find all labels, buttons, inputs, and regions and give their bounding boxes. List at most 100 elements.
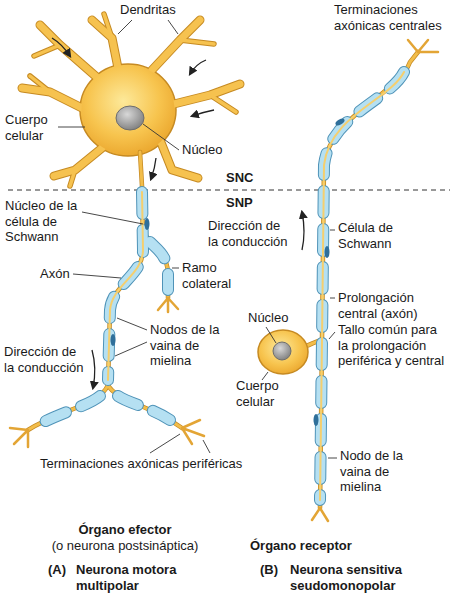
leader-line [73,274,121,278]
part-label: Ramo colateral [182,260,238,291]
leader-line [266,327,276,343]
myelin-sheath [40,396,100,424]
schwann-nucleus [334,117,345,126]
axon [320,72,404,500]
axon [108,385,182,428]
target-label: Órgano receptor [250,538,390,554]
axon [28,385,108,430]
dendrite [22,88,86,110]
part-label: Tallo común para la prolongación perifér… [338,322,448,369]
dendrite [104,14,112,38]
leader-line [328,458,337,459]
part-label: Cuerpo celular [236,378,288,409]
leader-line [143,124,179,150]
axon [320,52,418,508]
dendrite [70,170,75,186]
part-label: Terminaciones axónicas centrales [334,2,448,33]
leader-line [330,230,335,231]
axon [320,52,418,508]
axon [143,232,168,298]
part-label: Núcleo [182,142,232,158]
leader-line [203,440,210,453]
dendrite [170,84,240,105]
myelin-sheath [150,242,168,290]
schwann-nucleus [111,334,116,346]
cell-body [258,330,308,374]
cell-body [82,66,175,155]
schwann-nucleus [325,246,330,258]
region-label: SNC [226,170,266,186]
schwann-nucleus [145,218,150,230]
dendrite [180,40,214,44]
direction-arrow [52,38,304,388]
direction-arrow [190,60,206,74]
leader-line [117,318,147,330]
leader-line [115,342,147,356]
direction-arrow [52,38,70,56]
part-label: Núcleo [248,310,296,326]
panel-title: Neurona motora multipolar [76,562,184,593]
direction-arrow [192,110,214,116]
myelin-sheath [118,396,170,420]
cell-body [82,66,175,155]
dendrite [170,84,240,105]
leader-line [330,298,335,299]
target-label: (o neurona postsináptica) [30,538,220,554]
dendrite [54,148,102,176]
dendrite [152,20,200,70]
direction-arrow [302,212,304,250]
schwann-nucleus [314,414,319,426]
dendrite [22,88,86,110]
cell-body [116,106,144,130]
axon [108,72,404,500]
part-label: Cuerpo celular [5,112,57,143]
part-label: Nodo de la vaina de mielina [340,448,410,495]
part-label: Terminaciones axónicas periféricas [40,456,260,472]
direction-label: Dirección de la conducción [4,344,88,375]
axon [108,152,143,385]
direction-arrow [151,158,156,179]
cell-body [258,330,308,374]
axon-terminal [10,40,438,521]
axon-terminal [408,40,438,52]
region-label: SNP [226,195,266,211]
dendrite [180,40,214,44]
part-label: Nodos de la vaina de mielina [150,322,224,369]
dendrite [34,45,60,56]
leader-line [58,20,337,458]
schwann-nucleus [111,117,346,426]
dendrite [34,45,60,56]
myelin-sheath [40,72,404,500]
leader-line [118,20,132,34]
dendrite [30,76,50,92]
leader-line [82,212,143,224]
axon [108,385,182,428]
axon [28,52,418,508]
part-label: Célula de Schwann [338,220,400,251]
part-label: Prolongación central (axón) [338,290,432,321]
leader-line [168,20,178,34]
boundary-line [8,190,450,191]
leader-line [150,434,180,453]
dendrite [40,25,100,80]
target-label: Órgano efector [30,522,220,538]
axon [108,152,143,385]
dendrite [210,95,236,112]
dendrite [92,20,118,68]
direction-label: Dirección de la conducción [208,218,292,249]
panel-title: Neurona sensitiva seudomonopolar [290,562,414,593]
dendrite [22,14,240,186]
myelin-sheath [118,396,170,420]
myelin-sheath [40,72,404,500]
cell-body [273,342,291,360]
dendrite [22,14,240,186]
myelin-sheath [320,72,404,500]
part-label: Núcleo de la célula de Schwann [5,198,81,245]
myelin-sheath [320,72,404,500]
leader-line [58,127,85,128]
panel-letter: (B) [260,562,288,578]
part-label: Dendritas [120,2,190,18]
dendrite [210,95,236,112]
